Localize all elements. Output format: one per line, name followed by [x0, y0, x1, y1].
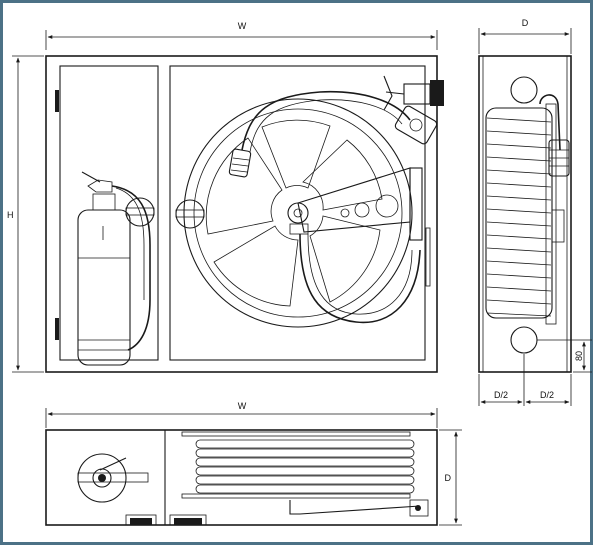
valve-handwheel-icon — [125, 197, 155, 227]
side-depth-dimension — [478, 28, 572, 54]
top-hose-coil-icon — [181, 431, 429, 517]
stop-valve-icon — [383, 75, 444, 145]
pipe-offset-label: 80 — [574, 351, 584, 361]
front-height-label: H — [7, 210, 14, 220]
side-cabinet-outline — [478, 55, 572, 373]
side-hose-coil-icon — [485, 94, 570, 325]
top-width-label: W — [238, 401, 247, 411]
side-depth-label: D — [522, 18, 529, 28]
cabinet-outline — [45, 55, 438, 373]
top-pipe-entry — [510, 76, 538, 104]
valve-handwheel-icon — [175, 199, 205, 229]
hose-nozzle-icon — [228, 148, 252, 178]
front-width-label: W — [238, 21, 247, 31]
top-view — [45, 429, 438, 526]
hinge-icon — [55, 318, 59, 340]
fire-extinguisher-icon — [77, 171, 151, 366]
side-half-depth-dimension — [478, 354, 572, 406]
front-height-dimension — [12, 55, 44, 373]
top-depth-label: D — [445, 473, 452, 483]
top-cabinet-outline — [45, 429, 438, 526]
front-view — [45, 55, 444, 373]
pipe-offset-dimension — [537, 339, 592, 373]
mounting-bracket-icon — [125, 514, 207, 526]
front-width-dimension — [45, 30, 438, 50]
top-width-dimension — [45, 408, 438, 428]
half-depth-right-label: D/2 — [540, 390, 554, 400]
hinge-icon — [55, 90, 59, 112]
extinguisher-compartment — [59, 65, 159, 361]
top-valve-handwheel-icon — [77, 453, 149, 503]
hose-reel-compartment — [169, 65, 426, 361]
top-depth-dimension — [439, 429, 462, 526]
hose-reel-icon — [183, 90, 423, 328]
half-depth-left-label: D/2 — [494, 390, 508, 400]
side-view — [478, 55, 572, 373]
door-latch — [425, 227, 431, 287]
